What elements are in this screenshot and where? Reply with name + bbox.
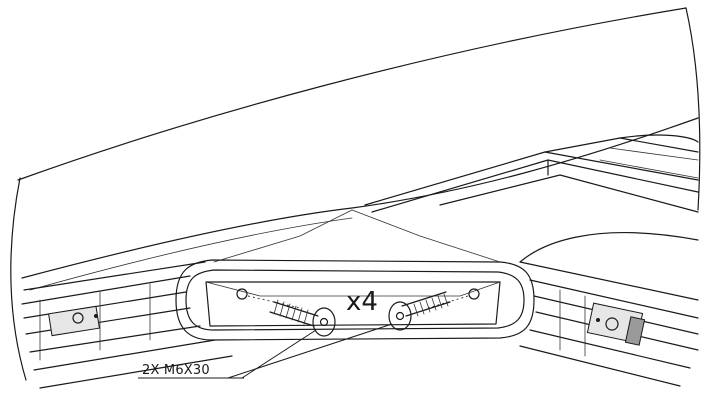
left-frame-rail [21, 261, 233, 389]
right-frame-rail [519, 261, 699, 387]
quantity-label: x4 [346, 287, 378, 317]
bracket-hole-right [468, 288, 480, 300]
screw-right [388, 291, 451, 331]
bracket-hole-left [236, 288, 248, 300]
corner-bracket [175, 209, 535, 341]
upper-right-frame [364, 134, 699, 263]
table-top-panel [21, 117, 699, 291]
callout-label: 2X M6X30 [142, 363, 210, 378]
right-insert-hole [605, 317, 619, 331]
detail-view-boundary [10, 7, 701, 381]
screw-left [269, 299, 336, 337]
left-insert-hole [72, 312, 84, 324]
callout-leaders [138, 323, 393, 379]
